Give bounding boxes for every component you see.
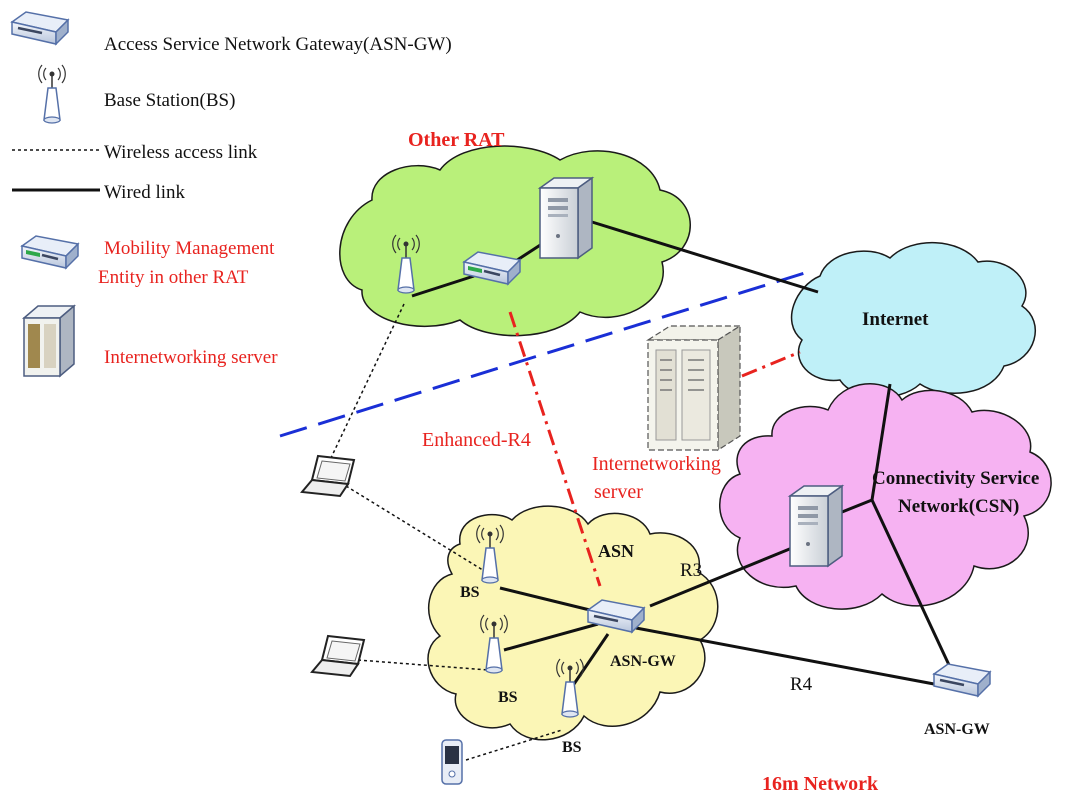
wired-links: [411, 220, 958, 686]
enhanced-r4-links: [508, 311, 801, 587]
csn-label-line2: Network(CSN): [898, 496, 1019, 517]
internetworking-server-icon: [645, 324, 743, 452]
enhanced-r4-label: Enhanced-R4: [422, 429, 531, 451]
wireless-link-laptop2-bs2: [357, 659, 489, 671]
legend-wired-label: Wired link: [104, 182, 186, 203]
other-rat-cloud: [339, 145, 691, 337]
network-boundary-line: [279, 270, 809, 438]
wireless-link-phone-bs3: [465, 729, 563, 761]
asn-gw-2-label: ASN-GW: [924, 721, 990, 738]
legend-mme-label-line2: Entity in other RAT: [98, 267, 249, 288]
r3-label: R3: [680, 560, 702, 581]
asn-gw-2-icon: [932, 662, 992, 698]
legend-wireless-label: Wireless access link: [104, 142, 258, 163]
wireless-link-laptop1-rat: [329, 303, 405, 461]
wired-link-server-internet: [591, 220, 819, 294]
mme-legend-icon: [20, 234, 80, 270]
internet-cloud: [790, 241, 1037, 398]
r4-label: R4: [790, 674, 813, 695]
wired-link-r4: [635, 626, 935, 686]
enhanced-r4-link: [508, 311, 602, 587]
wired-link-internet-csn: [870, 383, 892, 501]
iws-internet-link: [741, 350, 801, 378]
16m-network-label: 16m Network: [762, 773, 879, 794]
wired-link-bs3-asngw: [572, 633, 610, 685]
csn-label-line1: Connectivity Service: [872, 468, 1039, 489]
legend-mme-label-line1: Mobility Management: [104, 238, 275, 259]
csn-server-icon: [789, 485, 843, 567]
wired-link-csn-asngw2: [870, 499, 958, 681]
wired-link-rat-bs-mme: [411, 274, 475, 298]
mobile-phone-icon: [441, 739, 463, 785]
bs-2-label: BS: [498, 689, 518, 706]
other-rat-label: Other RAT: [408, 129, 505, 151]
laptop-2-icon: [311, 635, 365, 677]
laptop-1-icon: [301, 455, 355, 497]
wireless-links: [329, 303, 563, 761]
iws-label-line2: server: [594, 481, 643, 503]
asn-label: ASN: [598, 541, 634, 561]
asn-gw-legend-icon: [10, 10, 70, 46]
iws-label-line1: Internetworking: [592, 453, 721, 475]
legend-asn-gw-label: Access Service Network Gateway(ASN-GW): [104, 34, 452, 55]
asn-cloud: [427, 505, 719, 741]
wired-link-bs2-asngw: [503, 622, 599, 652]
bs-3-label: BS: [562, 739, 582, 756]
asn-gw-label: ASN-GW: [610, 653, 676, 670]
internet-label: Internet: [862, 309, 929, 330]
other-rat-server-icon: [539, 177, 593, 259]
base-station-legend-icon: [37, 64, 67, 124]
bs-1-label: BS: [460, 584, 480, 601]
legend: Access Service Network Gateway(ASN-GW) B…: [10, 10, 452, 378]
wired-link-bs1-asngw: [499, 586, 599, 614]
wired-link-r3: [649, 546, 793, 608]
legend-bs-label: Base Station(BS): [104, 90, 235, 111]
iws-legend-icon: [21, 304, 77, 378]
legend-iws-label: Internetworking server: [104, 347, 278, 368]
